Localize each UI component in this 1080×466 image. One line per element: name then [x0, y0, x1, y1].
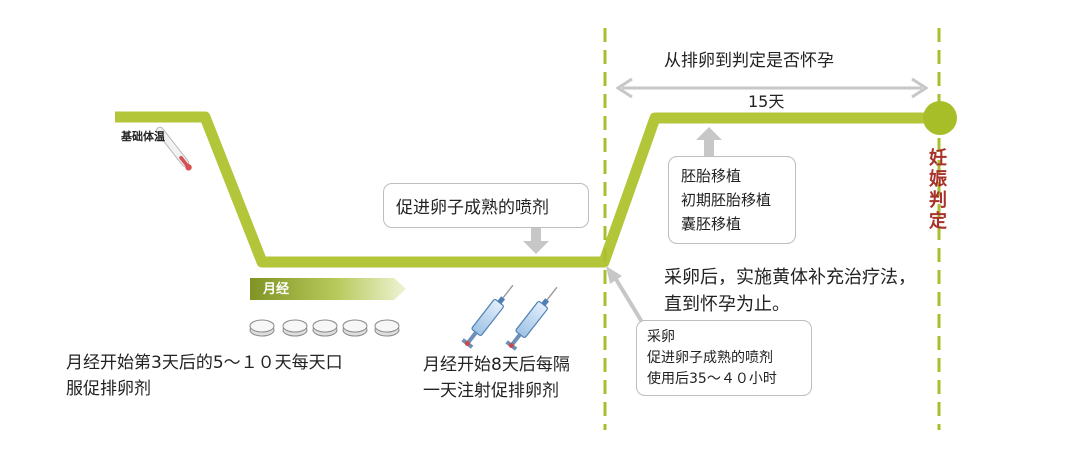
luteal-support-text: 采卵后，实施黄体补充治疗法， 直到怀孕为止。: [664, 264, 916, 318]
spray-callout-text: 促进卵子成熟的喷剂: [396, 198, 549, 218]
days-label: 15天: [748, 92, 785, 111]
temperature-line: [115, 111, 940, 268]
span-double-arrow: [615, 77, 929, 99]
injection-line: 一天注射促排卵剂: [423, 381, 559, 401]
syringe-icon: [461, 284, 514, 349]
thermometer-icon: [155, 126, 192, 171]
pill-icon: [312, 319, 338, 337]
retrieval-callout-line: 使用后35～４０小时: [647, 371, 777, 387]
spray-down-arrow: [523, 228, 549, 254]
retrieval-callout-line: 采卵: [647, 329, 675, 345]
oral-medication-text: 月经开始第3天后的5～１０天每天口 服促排卵剂: [66, 350, 343, 402]
luteal-support-line: 采卵后，实施黄体补充治疗法，: [664, 267, 916, 288]
syringe-icon: [505, 286, 558, 351]
transfer-callout-line: 胚胎移植: [681, 167, 742, 185]
injection-line: 月经开始8天后每隔: [423, 355, 570, 375]
transfer-callout-line: 初期胚胎移植: [681, 191, 772, 209]
retrieval-pointer-arrow: [606, 266, 644, 324]
bbt-label: 基础体温: [121, 130, 165, 143]
injection-text: 月经开始8天后每隔 一天注射促排卵剂: [423, 352, 570, 404]
oral-medication-line: 服促排卵剂: [66, 379, 151, 399]
pill-icon: [249, 319, 275, 337]
retrieval-callout: 采卵 促进卵子成熟的喷剂 使用后35～４０小时: [636, 320, 812, 396]
judgment-label: 妊娠判定: [929, 148, 947, 232]
menses-arrow: [250, 278, 406, 300]
transfer-callout: 胚胎移植 初期胚胎移植 囊胚移植: [668, 156, 796, 244]
pill-row: [249, 319, 400, 337]
pill-icon: [374, 319, 400, 337]
luteal-support-line: 直到怀孕为止。: [664, 294, 790, 315]
pill-icon: [342, 319, 368, 337]
spray-callout: 促进卵子成熟的喷剂: [383, 183, 589, 228]
menses-label: 月经: [263, 282, 290, 297]
transfer-callout-line: 囊胚移植: [681, 215, 742, 233]
transfer-up-arrow: [696, 127, 722, 156]
oral-medication-line: 月经开始第3天后的5～１０天每天口: [66, 353, 343, 373]
retrieval-callout-line: 促进卵子成熟的喷剂: [647, 350, 773, 366]
phase-top-label: 从排卵到判定是否怀孕: [664, 51, 834, 71]
pill-icon: [282, 319, 308, 337]
judgment-dot: [923, 101, 957, 135]
